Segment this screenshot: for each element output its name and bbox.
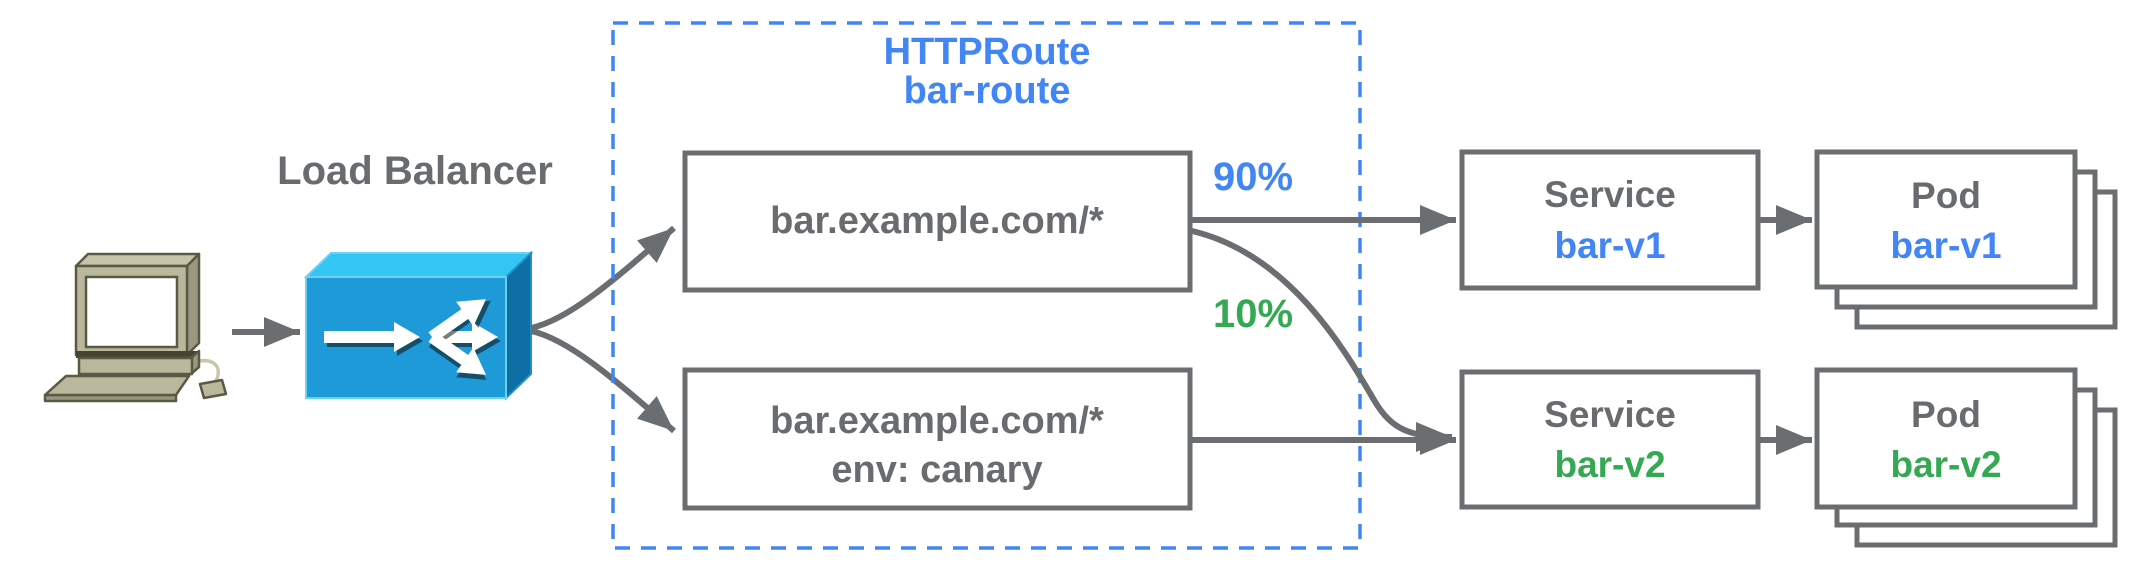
weight-label-10: 10% — [1213, 292, 1293, 336]
lb-fan-arrow-up — [428, 299, 491, 344]
service-bar-v1-kind: Service — [1544, 174, 1676, 215]
httproute-kind-label: HTTPRoute — [884, 31, 1091, 73]
pod-bar-v2-name: bar-v2 — [1890, 444, 2001, 485]
service-bar-v2-kind: Service — [1544, 394, 1676, 435]
load-balancer-icon — [303, 250, 534, 401]
pod-bar-v2-stack: Pod bar-v2 — [1814, 367, 2118, 548]
service-bar-v2-name: bar-v2 — [1554, 444, 1665, 485]
httproute-name-label: bar-route — [904, 70, 1071, 112]
edge-route1-to-service2 — [1191, 228, 1453, 452]
route-rule-1-match: bar.example.com/* — [770, 200, 1104, 242]
lb-fan-arrow-down — [428, 332, 487, 380]
pod-bar-v1-name: bar-v1 — [1890, 225, 2001, 266]
pod-bar-v1-kind: Pod — [1911, 175, 1981, 216]
route-rule-1-node: bar.example.com/* — [682, 150, 1193, 293]
mouse — [198, 378, 228, 400]
service-bar-v1-node: Service bar-v1 — [1459, 149, 1761, 291]
service-bar-v2-node: Service bar-v2 — [1459, 369, 1761, 510]
httproute-group-border — [611, 21, 1362, 550]
edge-lb-to-route2 — [530, 328, 676, 434]
weight-label-90: 90% — [1213, 155, 1293, 199]
load-balancer-label: Load Balancer — [277, 149, 553, 193]
service-bar-v1-name: bar-v1 — [1554, 225, 1665, 266]
edge-lb-to-route1 — [530, 225, 676, 331]
route-rule-2-node: bar.example.com/* env: canary — [682, 367, 1193, 511]
lb-fan-arrow-mid — [432, 322, 501, 356]
route-rule-2-match: bar.example.com/* — [770, 400, 1104, 442]
pod-bar-v2-kind: Pod — [1911, 394, 1981, 435]
pod-bar-v1-stack: Pod bar-v1 — [1814, 149, 2118, 330]
computer-icon — [43, 252, 228, 403]
route-rule-2-header-match: env: canary — [831, 449, 1042, 491]
lb-in-arrow — [324, 322, 423, 356]
